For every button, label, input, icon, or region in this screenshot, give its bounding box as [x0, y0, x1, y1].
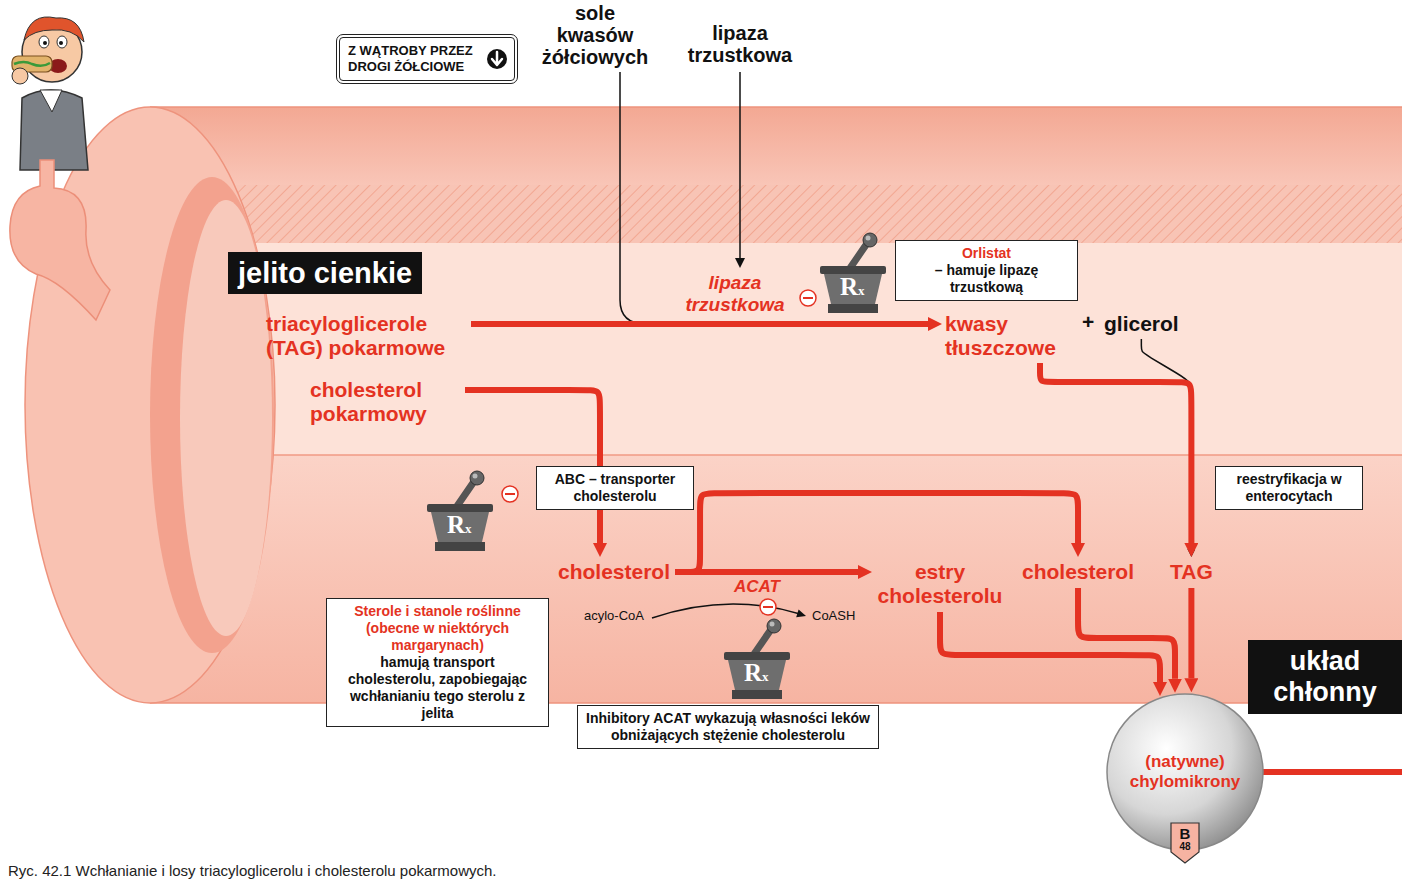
rx-symbol: Rx — [447, 511, 472, 543]
man-hand — [12, 68, 28, 84]
node-text: cholesterol — [558, 560, 670, 584]
man-eye — [57, 36, 67, 48]
leader-line — [739, 72, 741, 258]
flow-arrow — [1141, 339, 1191, 549]
node-text: 48 — [1179, 841, 1190, 852]
metabolite-label: cholesterol — [558, 560, 670, 584]
wall-edge — [150, 454, 1402, 456]
node-text: glicerol — [1104, 312, 1179, 336]
intestine-wall-hatch — [150, 185, 1402, 243]
flow-arrow — [471, 321, 928, 327]
intestine-wall — [150, 107, 1402, 187]
node-text: Z WĄTROBY PRZEZ DROGI ŻÓŁCIOWE — [348, 43, 480, 75]
node-text: ABC – transporter cholesterolu — [545, 471, 685, 505]
node-text: cholesterol pokarmowy — [310, 378, 460, 426]
edge-label: ACAT — [722, 577, 792, 597]
sandwich-lettuce — [14, 62, 50, 66]
region-label: układ chłonny — [1248, 640, 1402, 714]
flow-arrow — [940, 612, 1160, 682]
product-label: kwasy tłuszczowe — [945, 312, 1063, 360]
node-text: B — [1180, 826, 1191, 841]
leader-line — [620, 72, 646, 324]
cofactor-arc — [652, 604, 800, 618]
node-text: TAG — [1170, 560, 1213, 584]
man-pupil — [59, 41, 63, 45]
leader-arrowhead — [735, 258, 745, 268]
node-text: sole kwasów żółciowych — [539, 2, 651, 68]
man-eye — [39, 36, 49, 48]
transporter-box: ABC – transporter cholesterolu — [536, 466, 694, 510]
region-label: jelito cienkie — [228, 252, 422, 294]
mortar-icon — [427, 471, 493, 551]
edge-label: lipaza trzustkowa — [679, 272, 791, 316]
node-text: triacyloglicerole (TAG) pokarmowe — [266, 312, 466, 360]
metabolite-label: estry cholesterolu — [875, 560, 1005, 608]
rx-symbol: Rx — [744, 659, 769, 691]
node-text: (natywne) chylomikrony — [1115, 752, 1255, 792]
flow-arrow — [675, 569, 858, 575]
note-box: Inhibitory ACAT wykazują własności leków… — [577, 705, 879, 749]
metabolite-label: TAG — [1170, 560, 1213, 584]
product-name: CoASH — [812, 608, 855, 624]
input-label: lipaza trzustkowa — [680, 22, 800, 66]
drug-box: Orlistat– hamuje lipazę trzustkową — [895, 240, 1078, 301]
metabolite-label: cholesterol — [1022, 560, 1134, 584]
man-hair — [24, 17, 84, 42]
figure-caption: Ryc. 42.1 Wchłanianie i losy triacylogli… — [8, 862, 497, 880]
flow-arrow — [1040, 363, 1191, 543]
intestine-lumen — [150, 243, 1402, 455]
substrate-label: cholesterol pokarmowy — [310, 378, 460, 426]
apolipoprotein-tag: B48 — [1170, 822, 1200, 864]
man-collar — [40, 90, 62, 112]
node-text: Inhibitory ACAT wykazują własności leków… — [586, 710, 870, 744]
tag-outline — [1171, 823, 1199, 863]
lymph-outflow — [1250, 769, 1402, 775]
inhibition-sign — [760, 599, 776, 615]
inhibition-sign — [800, 290, 816, 306]
node-text: estry cholesterolu — [875, 560, 1005, 608]
flow-arrow — [675, 493, 1078, 572]
mortar-icon — [820, 233, 886, 313]
mortar-icon — [724, 619, 790, 699]
down-arrow-icon — [487, 49, 507, 69]
wall-edge — [150, 106, 1402, 108]
node-text: układ chłonny — [1258, 646, 1392, 708]
plus-sign: + — [1082, 310, 1094, 334]
cofactor-arrowhead — [796, 610, 806, 618]
process-box: reestryfikacja w enterocytach — [1215, 466, 1363, 510]
node-text: hamują transport cholesterolu, zapobiega… — [335, 654, 540, 722]
stomach — [10, 160, 110, 320]
node-text: kwasy tłuszczowe — [945, 312, 1063, 360]
product-label: glicerol — [1104, 312, 1179, 336]
substrate-label: triacyloglicerole (TAG) pokarmowe — [266, 312, 466, 360]
sphere-outline — [1107, 694, 1263, 850]
flow-arrow — [1188, 588, 1194, 678]
inhibition-sign — [502, 486, 518, 502]
node-text: – hamuje lipazę trzustkową — [904, 262, 1069, 296]
source-box: Z WĄTROBY PRZEZ DROGI ŻÓŁCIOWE — [336, 34, 518, 84]
flow-arrow — [1078, 588, 1175, 679]
node-text: Sterole i stanole roślinne (obecne w nie… — [335, 603, 540, 654]
node-text: jelito cienkie — [238, 256, 412, 290]
intestine-opening — [150, 177, 274, 653]
substrate-name: acylo-CoA — [584, 608, 644, 624]
node-text: reestryfikacja w enterocytach — [1224, 471, 1354, 505]
node-text: Orlistat — [904, 245, 1069, 262]
node-text: lipaza trzustkowa — [680, 22, 800, 66]
man-pupil — [43, 41, 47, 45]
node-text: cholesterol — [1022, 560, 1134, 584]
rx-symbol: Rx — [840, 273, 865, 305]
man-suit — [20, 90, 88, 170]
note-box: Sterole i stanole roślinne (obecne w nie… — [326, 598, 549, 727]
input-label: sole kwasów żółciowych — [539, 2, 651, 68]
